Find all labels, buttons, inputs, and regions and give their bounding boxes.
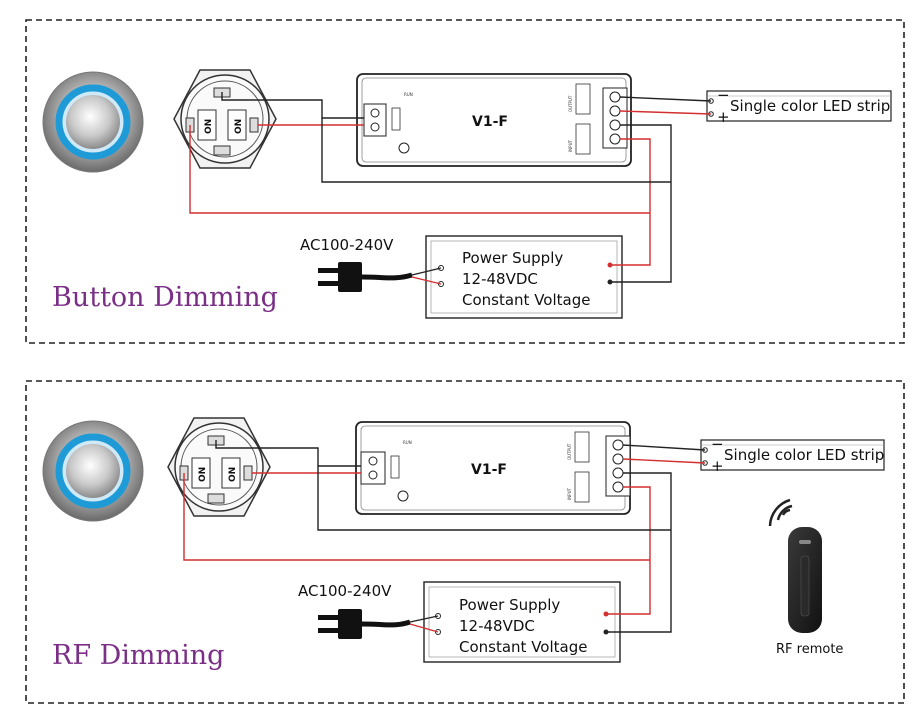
controller-input-label: INPUT <box>568 139 573 152</box>
controller-run-label: RUN <box>404 92 413 97</box>
controller-v1f: RUN V1-F OUTPUT INPUT <box>356 73 632 167</box>
ac-plug-icon <box>318 262 413 292</box>
button-on-label: ON <box>234 119 244 134</box>
button-on-label: ON <box>204 119 214 134</box>
led-strip-label: Single color LED strip <box>730 97 890 115</box>
controller-output-label: OUTPUT <box>567 443 572 460</box>
button-on-label: ON <box>198 467 208 482</box>
rf-remote <box>768 498 822 633</box>
rf-remote-label: RF remote <box>776 642 843 657</box>
strip-plus-sign: + <box>711 457 724 475</box>
button-back-terminal: ON ON <box>167 417 271 517</box>
section-title: RF Dimming <box>52 640 224 671</box>
power-supply-line1: Power Supply <box>459 596 560 614</box>
wires <box>183 440 706 635</box>
power-supply-line2: 12-48VDC <box>462 270 538 288</box>
controller-output-label: OUTPUT <box>568 95 573 112</box>
section-rf-dimming: ON ON RUN V1-F OUTPUT INPUT <box>25 380 905 704</box>
led-strip-label: Single color LED strip <box>724 446 884 464</box>
controller-v1f: RUN V1-F OUTPUT INPUT <box>355 421 631 515</box>
led-strip: − + Single color LED strip <box>706 86 892 126</box>
ac-voltage-label: AC100-240V <box>300 236 394 254</box>
ac-voltage-label: AC100-240V <box>298 582 392 600</box>
push-button-photo <box>42 71 144 173</box>
ac-plug-icon <box>318 609 411 639</box>
controller-input-label: INPUT <box>567 487 572 500</box>
strip-plus-sign: + <box>717 108 730 126</box>
power-supply-line2: 12-48VDC <box>459 617 535 635</box>
controller-run-label: RUN <box>403 440 412 445</box>
strip-minus-sign: − <box>717 86 730 104</box>
power-supply-line1: Power Supply <box>462 249 563 267</box>
wires <box>189 92 712 285</box>
power-supply: Power Supply 12-48VDC Constant Voltage <box>423 581 621 663</box>
power-supply: Power Supply 12-48VDC Constant Voltage <box>425 235 623 319</box>
section-button-dimming: ON ON RUN V1-F OUTPUT INPUT <box>25 19 905 344</box>
section-border <box>25 19 905 344</box>
power-supply-line3: Constant Voltage <box>462 291 590 309</box>
push-button-photo <box>42 420 144 522</box>
power-supply-line3: Constant Voltage <box>459 638 587 656</box>
section-title: Button Dimming <box>52 282 278 313</box>
strip-minus-sign: − <box>711 435 724 453</box>
button-on-label: ON <box>228 467 238 482</box>
controller-model-label: V1-F <box>472 114 508 130</box>
button-back-terminal: ON ON <box>173 69 277 169</box>
led-strip: − + Single color LED strip <box>700 435 885 475</box>
signal-icon <box>776 504 793 521</box>
controller-model-label: V1-F <box>471 462 507 478</box>
